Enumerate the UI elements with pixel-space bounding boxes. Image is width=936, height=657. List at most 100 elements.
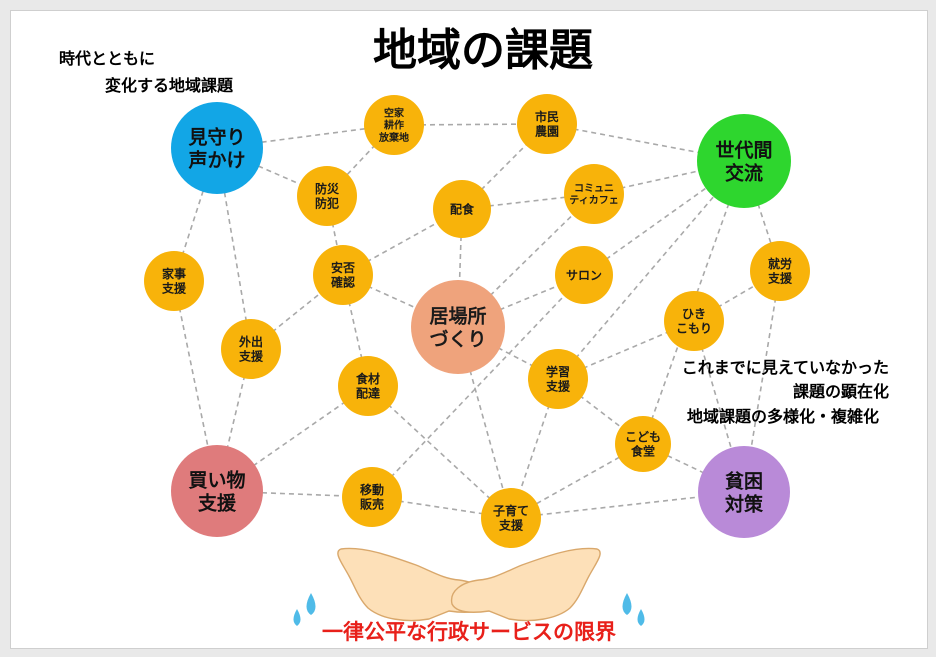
node-label-kosodate-2: 支援	[498, 518, 524, 533]
node-circle-ibasho	[411, 280, 505, 374]
node-circle-mimamori	[171, 102, 263, 194]
edge-ibasho-kosodate	[457, 326, 512, 519]
edge-shuro-hinkon	[743, 270, 781, 493]
note-top-left-line1: 時代とともに	[59, 49, 155, 68]
edge-kosodate-hinkon	[510, 491, 745, 519]
node-circle-hinkon	[698, 446, 790, 538]
node-label-kaji-2: 支援	[161, 281, 187, 296]
node-circle-kosodate	[481, 488, 541, 548]
note-right-line2: 課題の顕在化	[793, 382, 889, 401]
node-layer: 見守り声かけ世代間交流買い物支援貧困対策居場所づくり空家耕作放棄地市民農園コミュ…	[144, 94, 810, 548]
node-label-shokuzai-2: 配達	[356, 386, 380, 401]
node-label-hikikomori-1: ひき	[682, 307, 706, 321]
node-circle-ido	[342, 467, 402, 527]
node-label-kaimono-1: 買い物	[188, 468, 245, 491]
node-label-haishoku-1: 配食	[450, 201, 475, 216]
edge-ido-salon	[371, 274, 585, 498]
node-label-anpi-2: 確認	[331, 275, 355, 290]
node-label-shimin-2: 農園	[535, 124, 559, 139]
node-label-gakushu-2: 支援	[545, 379, 571, 394]
node-label-hikikomori-2: こもり	[676, 322, 712, 336]
note-right-line3: 地域課題の多様化・複雑化	[687, 407, 879, 426]
node-label-hinkon-2: 対策	[724, 492, 764, 515]
node-circle-community	[564, 164, 624, 224]
node-label-mimamori-2: 声かけ	[187, 148, 245, 171]
node-label-ido-1: 移動	[360, 482, 384, 497]
node-circle-shokuzai	[338, 356, 398, 416]
node-label-shimin-1: 市民	[535, 109, 559, 124]
node-label-salon-1: サロン	[566, 268, 602, 282]
node-label-bousai-2: 防犯	[315, 196, 339, 211]
node-circle-haishoku	[433, 180, 491, 238]
node-circle-kaimono	[171, 445, 263, 537]
node-label-sedaikan-1: 世代間	[715, 139, 772, 161]
node-label-gakushu-1: 学習	[546, 364, 570, 379]
node-label-mimamori-1: 見守り	[188, 125, 245, 148]
node-circle-bousai	[297, 166, 357, 226]
node-label-anpi-1: 安否	[331, 260, 355, 275]
node-circle-kaji	[144, 251, 204, 311]
node-label-shuro-1: 就労	[768, 256, 792, 271]
node-label-kodomo-1: こども	[625, 430, 661, 444]
node-circle-gakushu	[528, 349, 588, 409]
node-label-hinkon-1: 貧困	[725, 469, 763, 492]
node-label-community-1: コミュニ	[574, 183, 614, 195]
node-label-kaimono-2: 支援	[197, 491, 237, 514]
node-label-akiya-2: 耕作	[384, 119, 404, 132]
edge-gakushu-hikikomori	[557, 320, 695, 380]
node-circle-akiya	[364, 95, 424, 155]
edge-mimamori-gaishutsu	[216, 147, 252, 350]
node-circle-gaishutsu	[221, 319, 281, 379]
node-circle-sedaikan	[697, 114, 791, 208]
node-haishoku: 配食	[433, 180, 491, 238]
node-circle-salon	[555, 246, 613, 304]
node-label-ibasho-2: づくり	[429, 328, 486, 350]
regional-issues-diagram: 地域の課題 時代とともに 変化する地域課題 これまでに見えていなかった 課題の顕…	[59, 25, 889, 644]
node-label-shuro-2: 支援	[767, 271, 793, 286]
edge-shokuzai-kosodate	[367, 385, 512, 519]
note-right-line1: これまでに見えていなかった	[682, 358, 889, 377]
diagram-frame: 地域の課題 時代とともに 変化する地域課題 これまでに見えていなかった 課題の顕…	[10, 10, 928, 649]
node-label-bousai-1: 防災	[315, 181, 340, 196]
node-circle-kodomo	[615, 416, 671, 472]
node-label-kosodate-1: 子育て	[493, 503, 529, 518]
edge-shimin-sedaikan	[546, 123, 745, 162]
node-label-akiya-1: 空家	[384, 106, 405, 119]
node-circle-anpi	[313, 245, 373, 305]
node-label-ido-2: 販売	[360, 497, 384, 512]
node-circle-shuro	[750, 241, 810, 301]
node-label-gaishutsu-1: 外出	[239, 334, 263, 349]
node-circle-shimin	[517, 94, 577, 154]
edge-gakushu-sedaikan	[557, 160, 745, 380]
node-label-ibasho-1: 居場所	[429, 305, 486, 327]
node-label-kaji-1: 家事	[162, 266, 186, 281]
node-label-kodomo-2: 食堂	[630, 444, 655, 459]
node-label-gaishutsu-2: 支援	[238, 349, 264, 364]
note-top-left-line2: 変化する地域課題	[105, 76, 234, 95]
node-circle-hikikomori	[664, 291, 724, 351]
node-label-shokuzai-1: 食材	[355, 371, 380, 386]
service-limit-caption: 一律公平な行政サービスの限界	[322, 620, 616, 644]
helping-hands-illustration	[293, 547, 645, 626]
node-label-community-2: ティカフェ	[569, 195, 618, 207]
node-label-akiya-3: 放棄地	[378, 131, 409, 144]
page-title: 地域の課題	[373, 25, 593, 76]
node-salon: サロン	[555, 246, 613, 304]
node-label-sedaikan-2: 交流	[725, 161, 763, 184]
